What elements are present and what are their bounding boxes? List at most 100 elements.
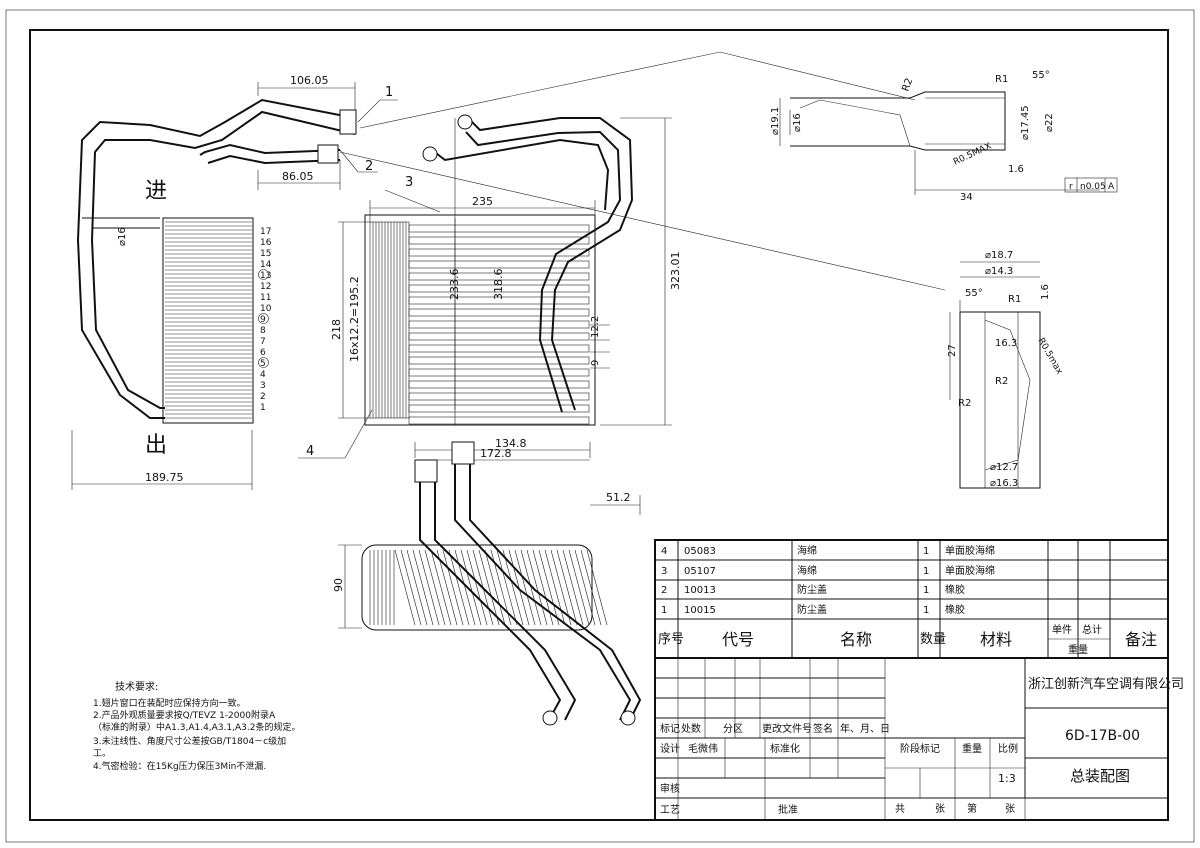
bom-material: 橡胶 bbox=[945, 583, 965, 596]
bom-qty: 1 bbox=[923, 566, 929, 577]
m-phi14: ⌀14.3 bbox=[985, 266, 1013, 277]
core-tube bbox=[408, 236, 590, 245]
core-tube bbox=[408, 320, 590, 329]
technical-notes: 技术要求: 1.翅片窗口在装配时应保持方向一致。 2.产品外观质量要求按Q/TE… bbox=[93, 680, 300, 772]
dim-195: 16x12.2=195.2 bbox=[348, 276, 361, 362]
core-tube bbox=[408, 380, 590, 389]
drawing-name: 总装配图 bbox=[1070, 767, 1130, 785]
bom-header-name: 名称 bbox=[840, 630, 872, 649]
fin-number: 1 bbox=[260, 403, 266, 413]
d-phi22: ⌀22 bbox=[1044, 113, 1055, 132]
core-tube bbox=[408, 404, 590, 413]
bom-code: 05083 bbox=[684, 546, 716, 557]
tb-mark: 标记 bbox=[660, 723, 680, 735]
hatch-line bbox=[586, 549, 608, 626]
m-d27: 27 bbox=[947, 344, 958, 357]
bom-name: 防尘盖 bbox=[797, 583, 827, 596]
tb-sheet: 张 bbox=[1005, 803, 1015, 815]
tb-date: 年、月、日 bbox=[840, 722, 890, 735]
company-name: 浙江创新汽车空调有限公司 bbox=[1028, 676, 1184, 692]
core-tube bbox=[408, 272, 590, 281]
hatch-line bbox=[562, 549, 584, 626]
m-angle55: 55° bbox=[965, 288, 983, 299]
fin-number: 3 bbox=[260, 381, 266, 391]
note-line: （标准的附录）中A1.3,A1.4,A3.1,A3.2条的规定。 bbox=[93, 721, 300, 733]
side-view: 106.05 86.05 189.75 ⌀16 进 出 171615141312… bbox=[71, 74, 398, 490]
bom-header-qty: 数量 bbox=[920, 632, 946, 647]
hatch-line bbox=[580, 549, 602, 626]
core-tube bbox=[408, 308, 590, 317]
core-tube bbox=[408, 368, 590, 377]
bom-material: 单面胶海绵 bbox=[945, 564, 995, 577]
inner-frame bbox=[29, 29, 1169, 821]
hatch-line bbox=[574, 549, 596, 626]
fin-number: 13 bbox=[260, 271, 271, 281]
tb-total: 共 bbox=[895, 803, 905, 815]
d-angle55: 55° bbox=[1032, 70, 1050, 81]
dim-phi16: ⌀16 bbox=[117, 227, 128, 246]
fin-number-circle bbox=[258, 269, 269, 280]
dim-12-2: 12.2 bbox=[590, 316, 601, 338]
m-r1: R1 bbox=[1008, 294, 1021, 305]
bom-no: 1 bbox=[661, 605, 667, 616]
bom-header-total: 总计 bbox=[1082, 623, 1102, 636]
hatch-line bbox=[550, 549, 572, 626]
bom-no: 4 bbox=[661, 546, 667, 557]
tb-stage: 阶段标记 bbox=[900, 742, 940, 755]
tb-sheet-no: 第 bbox=[967, 802, 977, 815]
bom-header-no: 序号 bbox=[658, 632, 684, 647]
note-line: 4.气密检验：在15Kg压力保压3Min不泄漏. bbox=[93, 760, 266, 772]
note-line: 1.翅片窗口在装配时应保持方向一致。 bbox=[93, 697, 246, 709]
hatch-line bbox=[556, 549, 578, 626]
d-r2: R2 bbox=[900, 77, 915, 93]
hatch-line bbox=[442, 549, 464, 626]
fin-number: 11 bbox=[260, 293, 271, 303]
tb-weight: 重量 bbox=[962, 742, 982, 755]
m-r2a: R2 bbox=[995, 376, 1008, 387]
fin-number-circle bbox=[258, 313, 269, 324]
dim-106: 106.05 bbox=[290, 74, 329, 87]
fin-number: 15 bbox=[260, 249, 271, 259]
dim-90: 90 bbox=[332, 578, 345, 592]
bom-name: 海绵 bbox=[797, 564, 817, 577]
d-r1: R1 bbox=[995, 74, 1008, 85]
m-l16: 1.6 bbox=[1040, 284, 1051, 300]
tb-count: 处数 bbox=[681, 722, 701, 735]
bom-material: 橡胶 bbox=[945, 603, 965, 616]
detail-view-top: ⌀19.1 ⌀16 ⌀17.45 ⌀22 R1 55° R2 R0.5MAX 1… bbox=[770, 70, 1118, 203]
dim-323: 323.01 bbox=[669, 252, 682, 291]
fin-number: 17 bbox=[260, 227, 271, 237]
bom-header-material: 材料 bbox=[980, 630, 1012, 649]
hatch-line bbox=[460, 549, 482, 626]
core-tube bbox=[408, 356, 590, 365]
tb-scale-value: 1:3 bbox=[998, 772, 1016, 785]
hatch-line bbox=[466, 549, 488, 626]
note-line: 工。 bbox=[93, 749, 111, 759]
hatch-line bbox=[454, 549, 476, 626]
bom-material: 单面胶海绵 bbox=[945, 544, 995, 557]
bom-name: 防尘盖 bbox=[797, 603, 827, 616]
fin-number: 8 bbox=[260, 326, 266, 336]
hatch-line bbox=[532, 549, 554, 626]
hatch-line bbox=[394, 549, 416, 626]
core-tube bbox=[408, 224, 590, 233]
drawing-number: 6D-17B-00 bbox=[1065, 728, 1140, 744]
callout-1: 1 bbox=[385, 85, 393, 100]
fin-number: 6 bbox=[260, 348, 266, 358]
hatch-line bbox=[418, 549, 440, 626]
m-phi18: ⌀18.7 bbox=[985, 250, 1013, 261]
dim-218: 218 bbox=[330, 319, 343, 340]
hatch-line bbox=[406, 549, 428, 626]
d-l34: 34 bbox=[960, 192, 973, 203]
tb-change-doc: 更改文件号 bbox=[762, 722, 812, 735]
core-tube bbox=[408, 416, 590, 425]
core-tube bbox=[408, 260, 590, 269]
bom-code: 10013 bbox=[684, 585, 716, 596]
fin-number: 16 bbox=[260, 238, 272, 248]
dim-51: 51.2 bbox=[606, 491, 631, 504]
d-datum: A bbox=[1108, 182, 1115, 192]
hatch-line bbox=[424, 549, 446, 626]
title-block: 浙江创新汽车空调有限公司 6D-17B-00 总装配图 标记 处数 分区 更改文… bbox=[654, 657, 1184, 821]
hatch-line bbox=[430, 549, 452, 626]
